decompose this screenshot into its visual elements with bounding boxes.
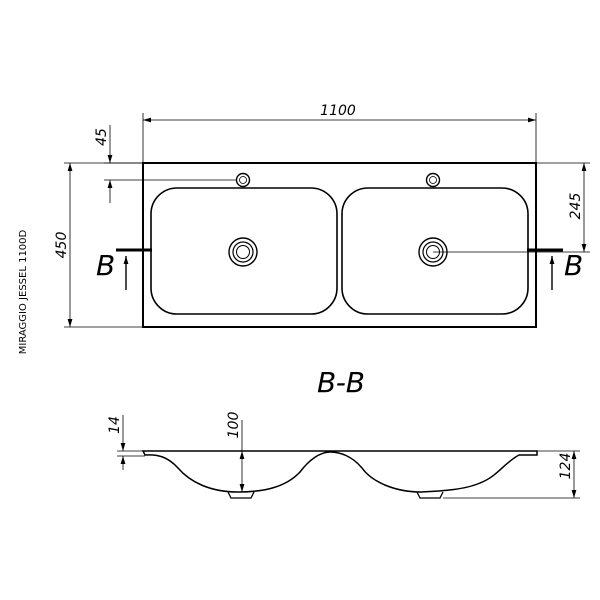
right-outlet	[416, 491, 444, 499]
basin-outline	[142, 162, 537, 328]
model-label: MIRAGGIO JESSEL 1100D	[18, 229, 29, 354]
left-bowl	[150, 187, 338, 315]
width-label: 1100	[320, 103, 356, 119]
section-title: B-B	[317, 366, 365, 399]
total-height-label: 124	[558, 453, 574, 480]
right-bowl	[341, 187, 529, 315]
section-profile	[141, 450, 538, 493]
left-section-marker	[116, 248, 152, 290]
tap-offset-label: 45	[94, 128, 110, 146]
drain-offset-label: 245	[568, 193, 584, 220]
left-outlet	[227, 491, 255, 499]
section-marker-left: B	[96, 249, 115, 282]
depth-label: 450	[54, 232, 70, 259]
rim-thickness-label: 14	[107, 416, 123, 434]
left-drain	[228, 237, 258, 267]
bowl-depth-label: 100	[226, 412, 242, 439]
right-section-marker	[527, 248, 563, 290]
plan-view	[64, 113, 590, 328]
section-view	[117, 415, 580, 499]
left-tap-hole	[235, 172, 251, 188]
section-marker-right: B	[564, 249, 583, 282]
right-tap-hole	[425, 172, 441, 188]
